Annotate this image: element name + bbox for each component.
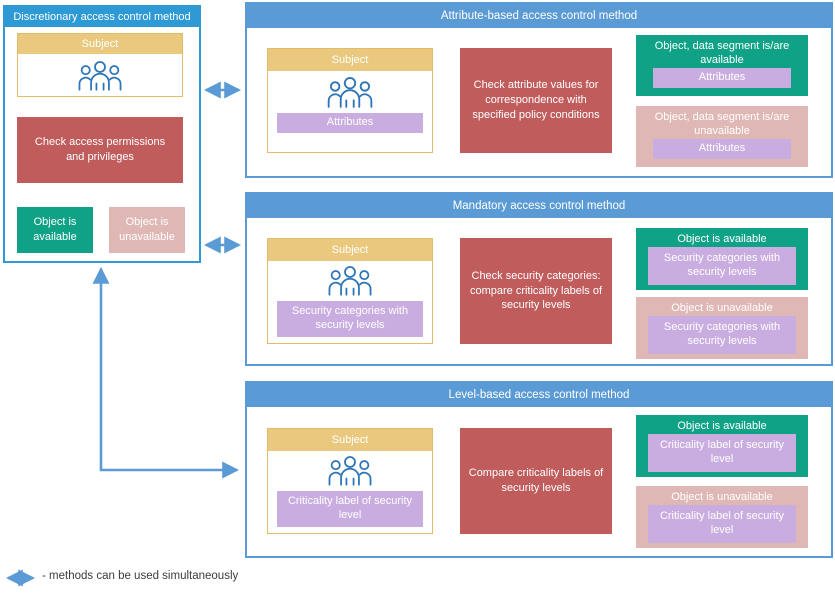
criticality-tag: Criticality label of security level — [648, 505, 796, 543]
unavailable-box: Object is unavailable Criticality label … — [636, 486, 808, 548]
panel-level-based: Level-based access control method Subjec… — [245, 381, 833, 558]
unavailable-title: Object is unavailable — [671, 302, 773, 314]
unavailable-box: Object is unavailable — [109, 207, 185, 253]
unavailable-title: Object, data segment is/are unavailable — [654, 111, 790, 138]
available-title: Object is available — [677, 420, 767, 432]
available-title: Object, data segment is/are available — [654, 40, 790, 67]
available-box: Object is available Security categories … — [636, 228, 808, 290]
people-icon — [268, 261, 432, 299]
available-title: Object is available — [677, 233, 767, 245]
panel-discretionary: Discretionary access control method Subj… — [3, 5, 201, 263]
available-box: Object is available Criticality label of… — [636, 415, 808, 477]
panel-title: Attribute-based access control method — [247, 4, 831, 28]
panel-title: Mandatory access control method — [247, 194, 831, 218]
legend-text: - methods can be used simultaneously — [42, 570, 239, 582]
check-box: Compare criticality labels of security l… — [460, 428, 612, 534]
check-box: Check attribute values for correspondenc… — [460, 48, 612, 153]
people-icon — [18, 54, 182, 96]
security-tag: Security categories with security levels — [648, 247, 796, 285]
legend: - methods can be used simultaneously — [42, 570, 238, 582]
available-box: Object, data segment is/are available At… — [636, 35, 808, 96]
attributes-tag: Attributes — [653, 139, 791, 159]
subject-attributes-tag: Attributes — [277, 113, 423, 133]
subject-box: Subject Security categories with securit… — [267, 238, 433, 344]
unavailable-box: Object, data segment is/are unavailable … — [636, 106, 808, 167]
people-icon — [268, 451, 432, 489]
subject-box: Subject Criticality label of security le… — [267, 428, 433, 534]
panel-title: Discretionary access control method — [5, 7, 199, 27]
unavailable-title: Object is unavailable — [671, 491, 773, 503]
panel-title: Level-based access control method — [247, 383, 831, 407]
subject-box: Subject — [17, 33, 183, 97]
check-box: Check access permissions and privileges — [17, 117, 183, 183]
check-box: Check security categories: compare criti… — [460, 238, 612, 344]
subject-criticality-tag: Criticality label of security level — [277, 491, 423, 527]
subject-label: Subject — [268, 49, 432, 71]
panel-mandatory: Mandatory access control method Subject … — [245, 192, 833, 366]
people-icon — [268, 71, 432, 113]
subject-label: Subject — [18, 34, 182, 54]
subject-label: Subject — [268, 429, 432, 451]
subject-label: Subject — [268, 239, 432, 261]
unavailable-box: Object is unavailable Security categorie… — [636, 297, 808, 359]
subject-security-tag: Security categories with security levels — [277, 301, 423, 337]
panel-attribute-based: Attribute-based access control method Su… — [245, 2, 833, 178]
subject-box: Subject Attributes — [267, 48, 433, 153]
criticality-tag: Criticality label of security level — [648, 434, 796, 472]
security-tag: Security categories with security levels — [648, 316, 796, 354]
available-box: Object is available — [17, 207, 93, 253]
attributes-tag: Attributes — [653, 68, 791, 88]
